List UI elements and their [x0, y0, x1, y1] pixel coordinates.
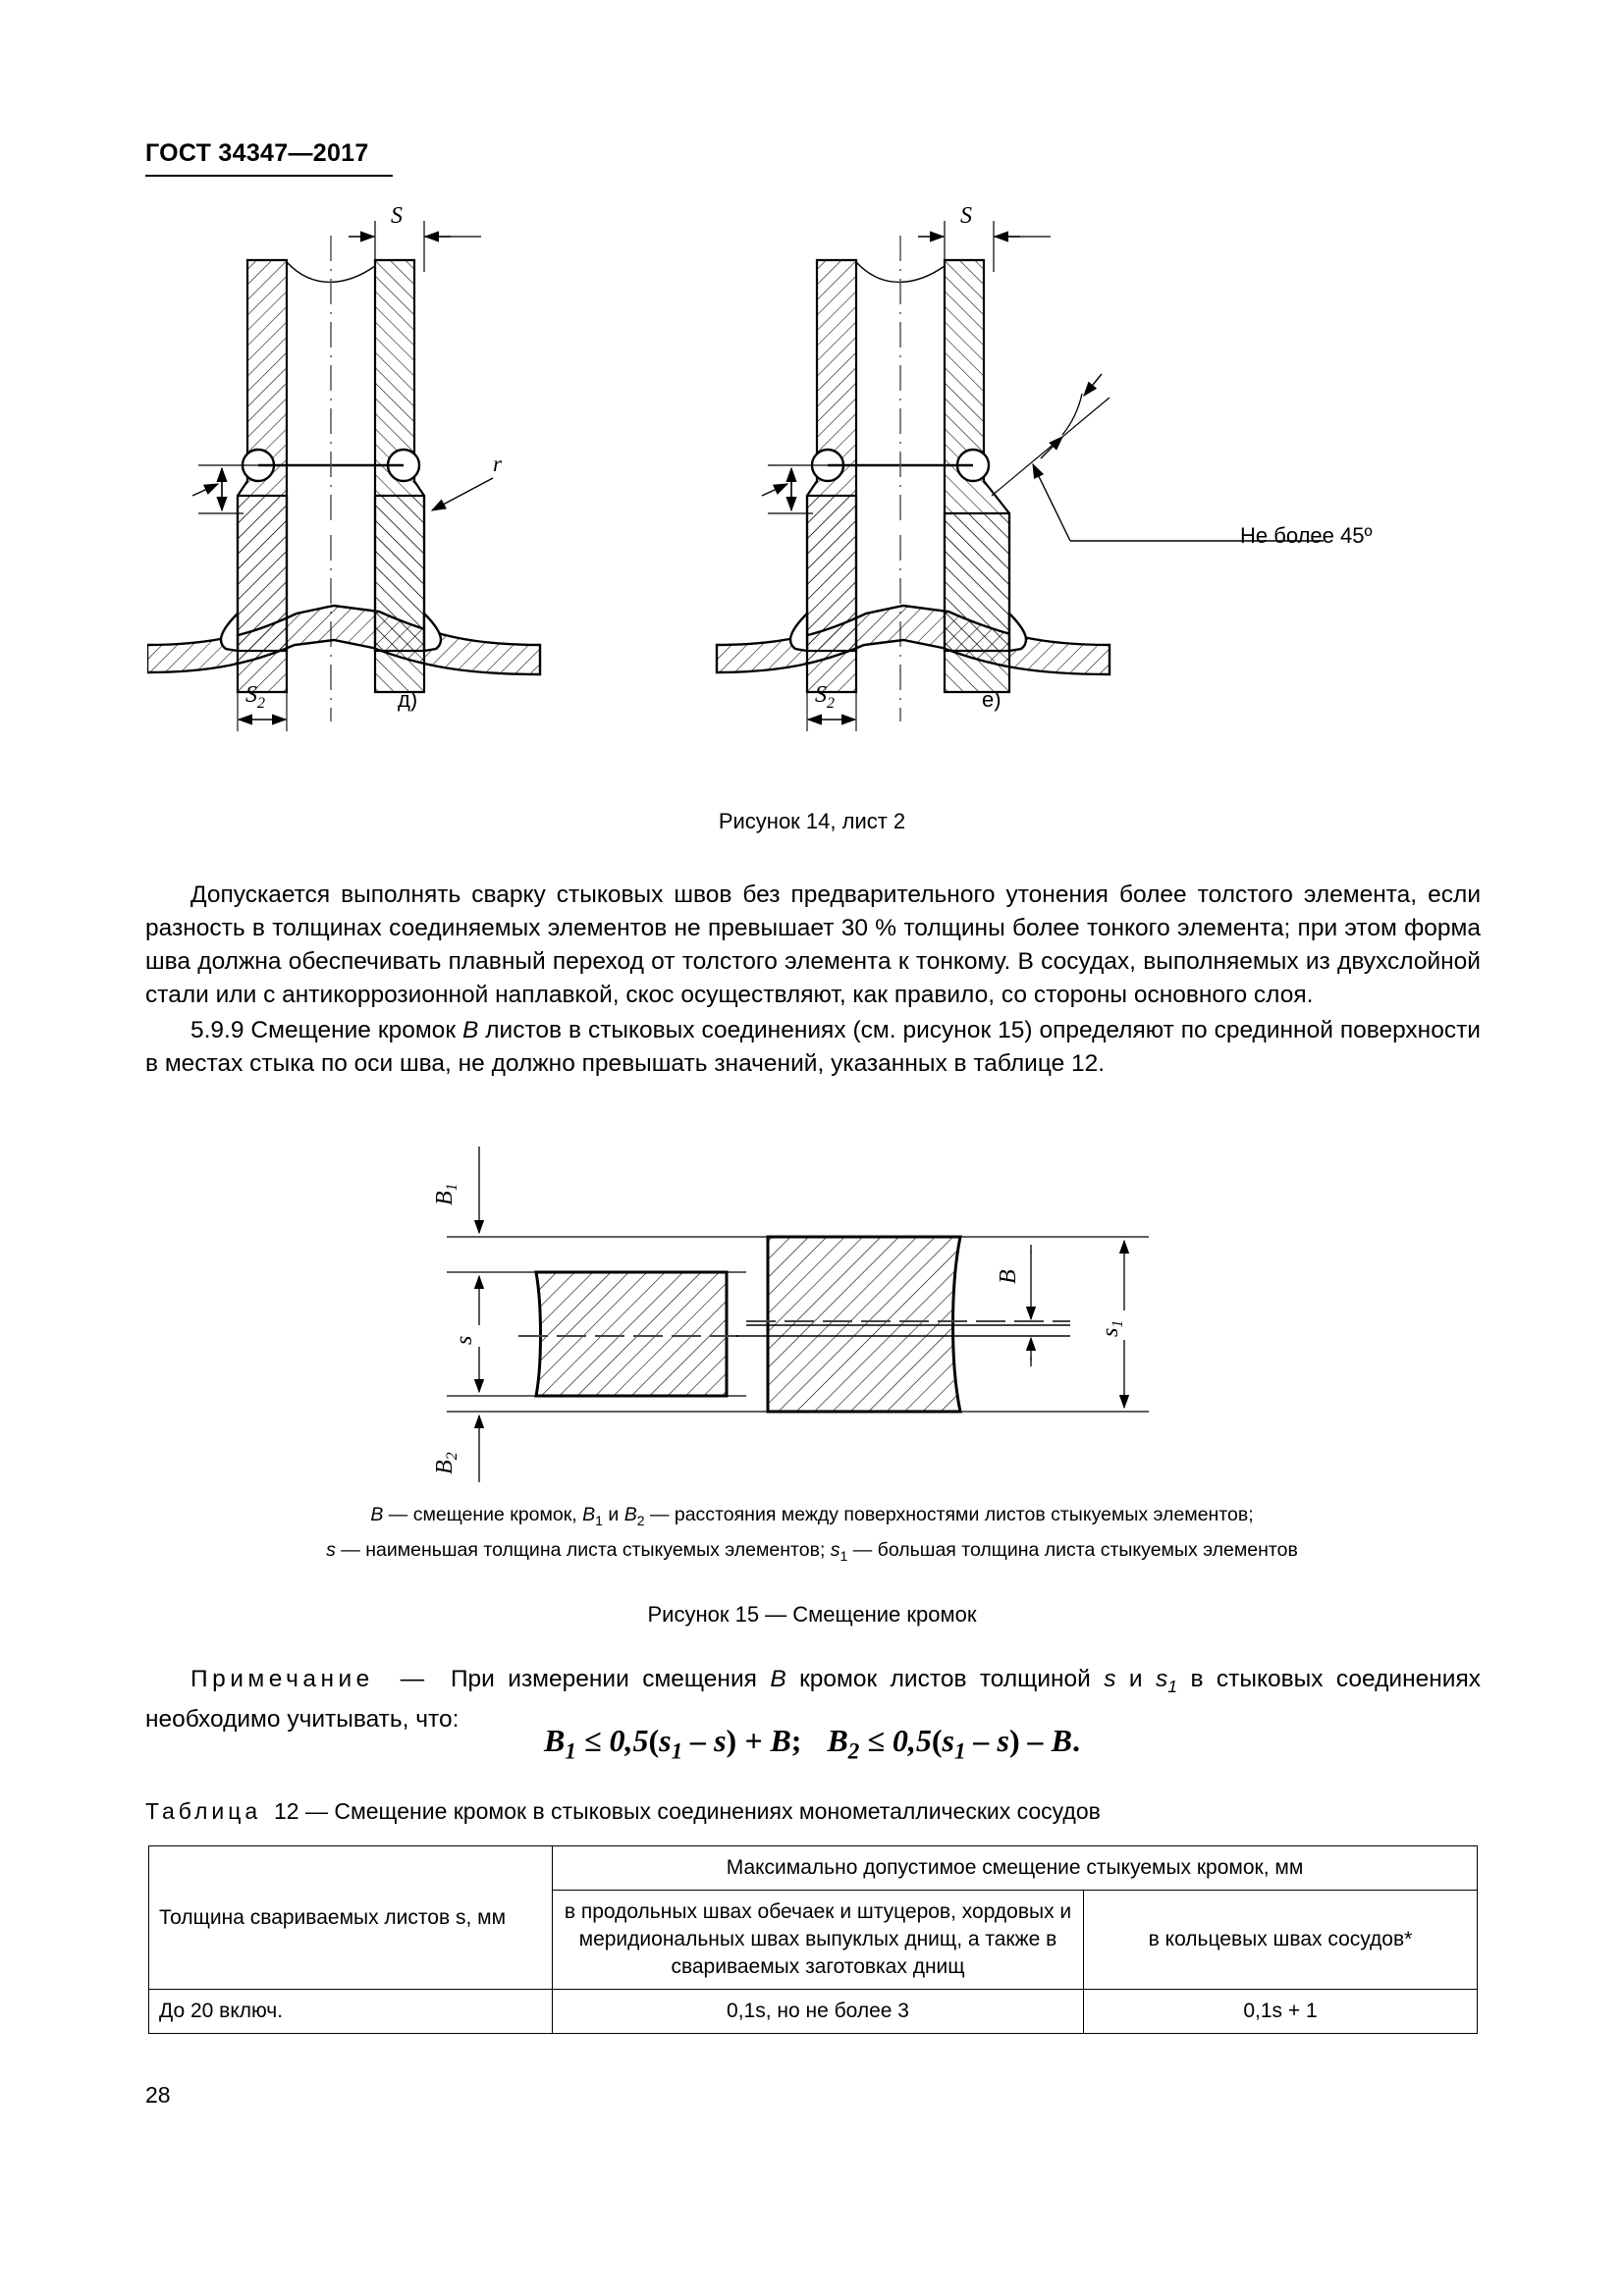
clause-prefix: 5.9.9 Смещение кромок [190, 1017, 462, 1043]
table-header-span: Максимально допустимое смещение стыкуемы… [552, 1845, 1478, 1891]
table-cell-circumferential: 0,1s + 1 [1083, 1989, 1478, 2034]
figure-14: S r [147, 201, 1483, 751]
table-header-longitudinal: в продольных швах обечаек и штуцеров, хо… [552, 1890, 1084, 1990]
table-cell-thickness: До 20 включ. [148, 1989, 553, 2034]
note-text-after: в стыковых соединениях необходимо учитыв… [145, 1666, 1481, 1733]
figure-15-legend: B — смещение кромок, B1 и B2 — расстояни… [0, 1500, 1624, 1571]
svg-text:s: s [452, 1336, 477, 1345]
note-label: Примечание [190, 1666, 374, 1692]
table-row: До 20 включ. 0,1s, но не более 3 0,1s + … [148, 1989, 1478, 2034]
note-var-b: В [770, 1666, 786, 1692]
note-var-s1: s1 [1156, 1666, 1178, 1696]
svg-text:B: B [996, 1269, 1021, 1284]
table-header-row-1: Толщина свариваемых листов s, мм Максима… [148, 1845, 1478, 1990]
figure-15-legend-line-2: s — наименьшая толщина листа стыкуемых э… [326, 1538, 1298, 1564]
figure-14-right-drawing: S [715, 203, 1324, 731]
angle-note-label: Не более 45º [1240, 523, 1373, 548]
figure-15: B1 B2 s s1 B [393, 1129, 1178, 1492]
paragraph-text: Допускается выполнять сварку стыковых шв… [145, 881, 1481, 1008]
formula-b2: B2 ≤ 0,5(s1 – s) – B. [827, 1723, 1080, 1764]
table-12-title: Таблица 12 — Смещение кромок в стыковых … [145, 1798, 1101, 1825]
page-number: 28 [145, 2082, 171, 2108]
table-title-text: — Смещение кромок в стыковых соединениях… [304, 1798, 1101, 1824]
note-dash: — [400, 1666, 425, 1692]
note-text-mid: кромок листов толщиной [785, 1666, 1105, 1692]
figure-14-sublabel-d: д) [398, 687, 418, 712]
clause-suffix: листов в стыковых соединениях (см. рисун… [145, 1017, 1481, 1077]
svg-text:s1: s1 [1098, 1320, 1126, 1337]
svg-text:B2: B2 [432, 1452, 460, 1474]
svg-text:S: S [960, 203, 972, 229]
header-underline [145, 175, 393, 177]
table-header-row-2: в продольных швах обечаек и штуцеров, хо… [149, 1890, 1478, 1990]
table-12: Толщина свариваемых листов s, мм Максима… [148, 1845, 1478, 2034]
svg-text:S: S [391, 203, 403, 229]
svg-text:B1: B1 [432, 1183, 460, 1205]
note-var-s: s [1104, 1666, 1116, 1692]
formula-edge-offset: B1 ≤ 0,5(s1 – s) + B; B2 ≤ 0,5(s1 – s) – … [0, 1723, 1624, 1764]
formula-b1: B1 ≤ 0,5(s1 – s) + B; [544, 1723, 802, 1764]
table-header-thickness-label: Толщина свариваемых листов s, мм [159, 1905, 507, 1929]
figure-15-caption: Рисунок 15 — Смещение кромок [647, 1602, 977, 1627]
note-text-and: и [1115, 1666, 1157, 1692]
clause-italic-var: В [461, 1017, 479, 1043]
table-label: Таблица [145, 1798, 262, 1824]
page-header: ГОСТ 34347—2017 [145, 139, 369, 167]
note-block: Примечание — При измерении смещения В кр… [145, 1663, 1481, 1736]
table-header-circumferential: в кольцевых швах сосудов* [1083, 1890, 1478, 1990]
figure-14-left-drawing: S r [147, 203, 542, 731]
paragraph-clause-599: 5.9.9 Смещение кромок В листов в стыковы… [145, 1014, 1481, 1081]
table-header-thickness: Толщина свариваемых листов s, мм [148, 1845, 553, 1990]
table-number: 12 [273, 1798, 299, 1824]
table-cell-longitudinal: 0,1s, но не более 3 [552, 1989, 1084, 2034]
figure-14-caption: Рисунок 14, лист 2 [718, 809, 906, 833]
paragraph-welding-allowance: Допускается выполнять сварку стыковых шв… [145, 879, 1481, 1012]
svg-text:r: r [493, 452, 503, 476]
figure-15-legend-line-1: B — смещение кромок, B1 и B2 — расстояни… [370, 1504, 1254, 1528]
note-text-before: При измерении смещения [450, 1666, 771, 1692]
figure-14-sublabel-e: е) [982, 687, 1001, 712]
